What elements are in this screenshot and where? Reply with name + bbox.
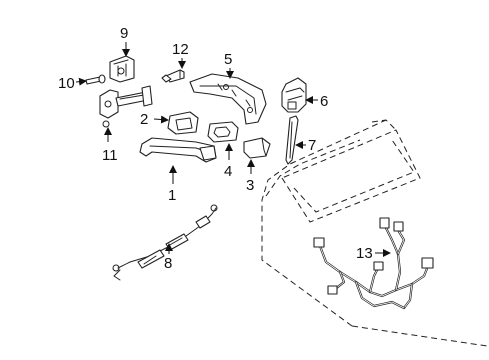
callout-8: 8 — [164, 255, 172, 272]
part-6-latch-housing — [281, 77, 307, 113]
part-1-outside-handle — [139, 137, 217, 163]
callout-3: 3 — [246, 177, 254, 194]
part-5-handle-bracket — [189, 73, 267, 125]
leader-2 — [153, 115, 169, 124]
part-3-cylinder-cover — [243, 137, 271, 159]
callout-2: 2 — [140, 111, 148, 128]
part-13-wiring-harness — [313, 217, 434, 310]
door-outline — [261, 119, 488, 347]
part-7-latch-rod — [285, 115, 299, 165]
callout-1: 1 — [168, 187, 176, 204]
callout-12: 12 — [172, 41, 189, 58]
part-9-hinge-bracket — [109, 55, 135, 83]
part-4-gasket — [207, 121, 239, 143]
callout-6: 6 — [320, 93, 328, 110]
callout-10: 10 — [58, 75, 75, 92]
callout-13: 13 — [356, 245, 373, 262]
callout-4: 4 — [224, 163, 232, 180]
leader-10 — [75, 77, 87, 86]
part-12-screw — [161, 69, 185, 83]
part-11-door-check — [99, 85, 153, 128]
callout-5: 5 — [224, 51, 232, 68]
callout-9: 9 — [120, 25, 128, 42]
callout-11: 11 — [102, 147, 118, 164]
part-2-handle-bezel — [167, 111, 199, 135]
callout-7: 7 — [308, 137, 316, 154]
part-10-bolt — [85, 74, 106, 85]
